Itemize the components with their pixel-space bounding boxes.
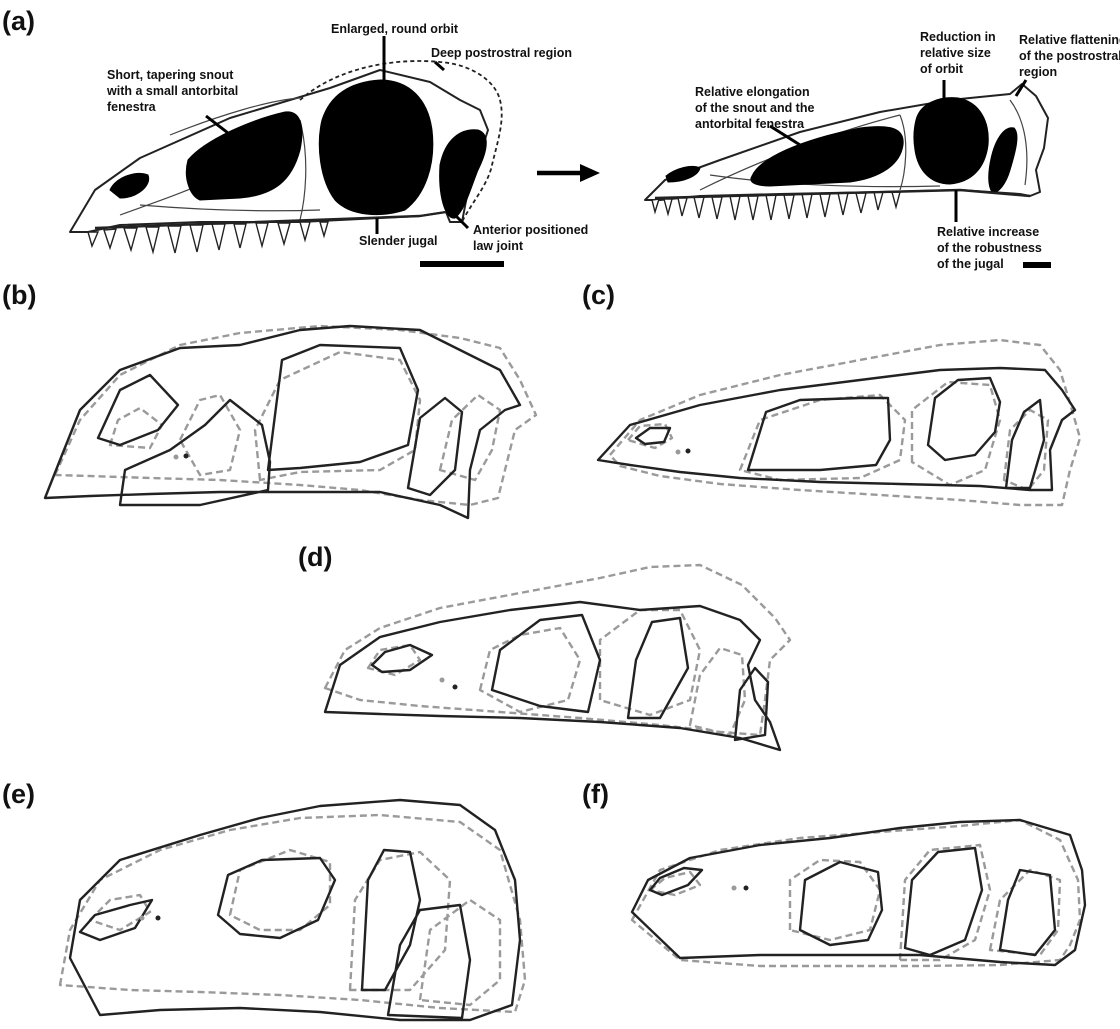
postrostral-leader-line bbox=[435, 62, 444, 70]
snout-annotation: Short, tapering snout with a small antor… bbox=[106, 68, 242, 114]
juvenile-scale-bar bbox=[420, 261, 504, 267]
panel-f: (f) bbox=[582, 779, 1085, 966]
panel-b: (b) bbox=[2, 280, 536, 518]
orbit-reduction-annotation: Reduction in relative size of orbit bbox=[920, 30, 999, 76]
orbit-annotation: Enlarged, round orbit bbox=[331, 22, 459, 36]
landmark-point-black-c bbox=[686, 449, 691, 454]
panel-label-b: (b) bbox=[2, 280, 36, 310]
landmark-point-gray-f bbox=[732, 886, 737, 891]
jaw-joint-annotation: Anterior positioned law joint bbox=[473, 223, 592, 253]
postrostral-annotation: Deep postrostral region bbox=[431, 46, 572, 60]
flattening-annotation: Relative flattening of the postrostral r… bbox=[1019, 33, 1120, 79]
landmark-point-gray-e bbox=[140, 916, 145, 921]
landmark-point-black-f bbox=[744, 886, 749, 891]
landmark-outline-c-solid bbox=[598, 368, 1075, 490]
panel-label-f: (f) bbox=[582, 779, 609, 809]
landmark-point-black-d bbox=[453, 685, 458, 690]
landmark-point-gray-b bbox=[174, 455, 179, 460]
juvenile-orbit bbox=[319, 80, 432, 215]
landmark-outline-e-solid bbox=[70, 800, 520, 1020]
panel-d: (d) bbox=[298, 542, 790, 750]
landmark-outline-f-solid bbox=[632, 820, 1085, 965]
landmark-point-gray-d bbox=[440, 678, 445, 683]
landmark-point-black-b bbox=[184, 454, 189, 459]
panel-label-c: (c) bbox=[582, 280, 615, 310]
landmark-outline-e-dashed bbox=[60, 815, 525, 1012]
elongation-annotation: Relative elongation of the snout and the… bbox=[695, 85, 818, 131]
panel-label-d: (d) bbox=[298, 542, 332, 572]
panel-label-e: (e) bbox=[2, 779, 35, 809]
panel-e: (e) bbox=[2, 779, 525, 1020]
adult-orbit bbox=[914, 98, 988, 184]
panel-c: (c) bbox=[582, 280, 1080, 505]
landmark-outline-d-solid bbox=[325, 602, 780, 750]
landmark-outline-f-dashed bbox=[632, 820, 1080, 966]
landmark-outline-c-dashed bbox=[610, 340, 1080, 505]
landmark-point-gray-c bbox=[676, 450, 681, 455]
jugal-annotation: Slender jugal bbox=[359, 234, 438, 248]
ontogeny-arrow bbox=[537, 164, 600, 182]
adult-scale-bar bbox=[1023, 262, 1051, 268]
landmark-point-black-e bbox=[156, 916, 161, 921]
panel-a: (a) bbox=[2, 6, 1120, 271]
panel-label-a: (a) bbox=[2, 6, 35, 36]
